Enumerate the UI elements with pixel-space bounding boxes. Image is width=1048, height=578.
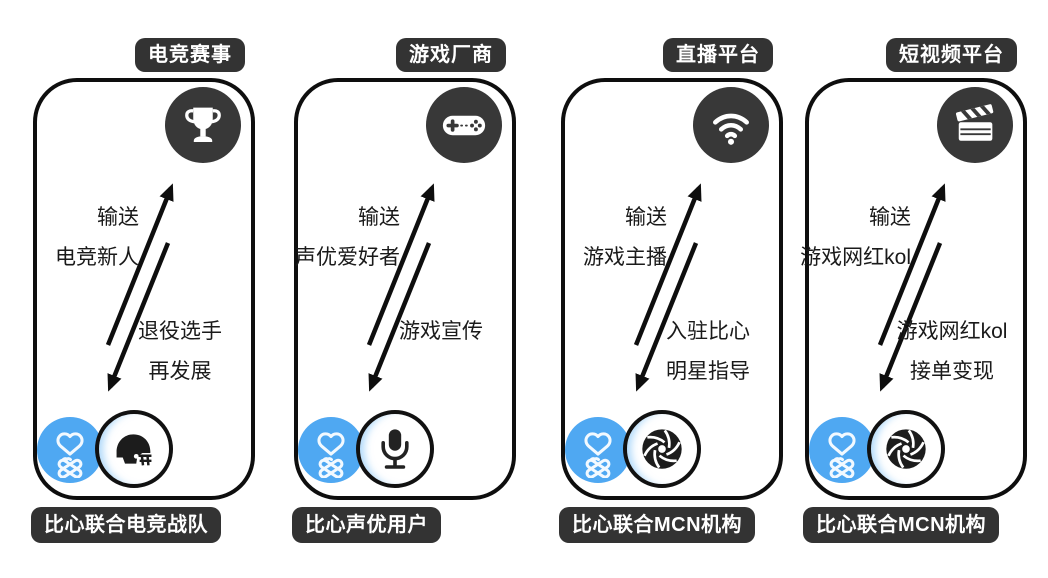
partner-circle — [867, 410, 945, 488]
bixin-logo-circle — [37, 417, 103, 483]
camera-aperture-icon — [640, 427, 684, 471]
bottom-badge: 比心声优用户 — [292, 507, 441, 543]
bottom-badge: 比心联合MCN机构 — [559, 507, 756, 543]
partner-circle — [356, 410, 434, 488]
wifi-icon — [705, 99, 757, 151]
panel-live-streaming: 直播平台 输送 游戏主播 入驻比心 明星指导 比心联合MCN机构 — [559, 0, 783, 578]
camera-aperture-icon — [884, 427, 928, 471]
clapperboard-icon — [954, 102, 995, 142]
partner-circle — [95, 410, 173, 488]
upstream-label: 输送 游戏网红kol — [800, 206, 911, 269]
upstream-label: 输送 游戏主播 — [583, 206, 667, 269]
exchange-arrows — [877, 183, 946, 392]
platform-circle — [426, 87, 502, 163]
bottom-badge: 比心联合MCN机构 — [803, 507, 1000, 543]
upstream-label: 输送 声优爱好者 — [295, 206, 400, 269]
football-helmet-icon — [115, 433, 153, 467]
partner-circle — [623, 410, 701, 488]
panel-esports: 电竞赛事 输送 电竞新人 退役选手 再发展 比心联合电竞战队 — [31, 0, 255, 578]
bottom-badge: 比心联合电竞战队 — [31, 507, 221, 543]
bixin-finger-heart-logo — [828, 432, 856, 478]
exchange-arrows — [105, 183, 174, 392]
exchange-arrows — [633, 183, 702, 392]
downstream-label: 入驻比心 明星指导 — [666, 320, 750, 383]
platform-circle — [937, 87, 1013, 163]
panel-short-video: 短视频平台 输送 游戏网红kol 游戏网红kol 接单变现 比心联合MCN机构 — [800, 0, 1027, 578]
panel-game-vendors: 游戏厂商 输送 声优爱好者 游戏宣传 比心声优用户 — [292, 0, 516, 578]
microphone-icon — [381, 427, 409, 469]
downstream-label: 游戏网红kol 接单变现 — [896, 320, 1008, 383]
downstream-label: 退役选手 再发展 — [138, 320, 222, 383]
top-badge: 电竞赛事 — [135, 38, 245, 72]
platform-circle — [693, 87, 769, 163]
top-badge: 游戏厂商 — [396, 38, 506, 72]
bixin-logo-circle — [298, 417, 364, 483]
bixin-logo-circle — [565, 417, 631, 483]
bixin-finger-heart-logo — [317, 432, 345, 478]
exchange-arrows — [366, 183, 435, 392]
bixin-finger-heart-logo — [584, 432, 612, 478]
upstream-label: 输送 电竞新人 — [55, 206, 139, 269]
top-badge: 直播平台 — [663, 38, 773, 72]
trophy-icon — [185, 106, 221, 144]
bixin-logo-circle — [809, 417, 875, 483]
bixin-finger-heart-logo — [56, 432, 84, 478]
gamepad-icon — [441, 113, 487, 138]
platform-circle — [165, 87, 241, 163]
top-badge: 短视频平台 — [886, 38, 1017, 72]
downstream-label: 游戏宣传 — [399, 320, 483, 343]
